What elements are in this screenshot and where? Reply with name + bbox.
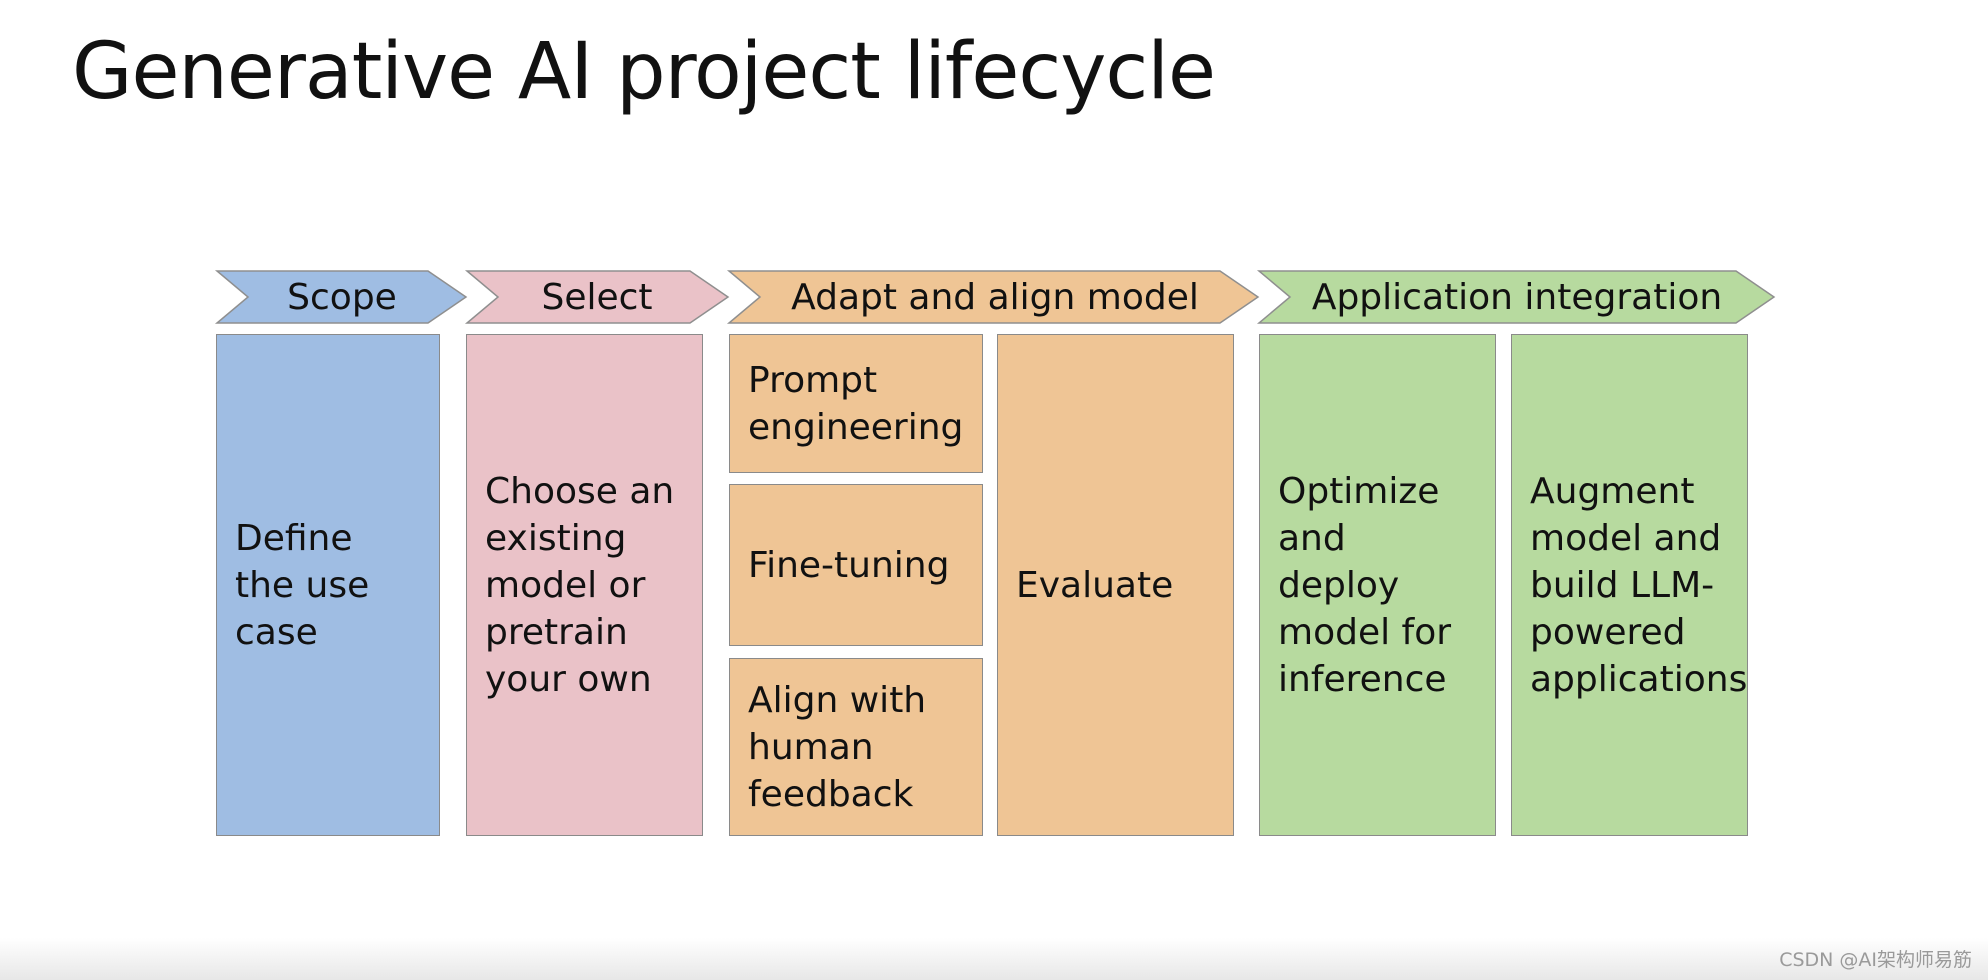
scope-stage-label: Scope (287, 276, 397, 318)
scope-chevron (214, 270, 468, 324)
optimize-deploy-text: Optimize and deploy model for inference (1278, 470, 1452, 700)
page-title: Generative AI project lifecycle (72, 27, 1216, 117)
watermark: CSDN @AI架构师易筋 (1779, 949, 1972, 971)
optimize-deploy-box: Optimize and deploy model for inference (1259, 334, 1496, 836)
fine-tuning-text: Fine-tuning (748, 544, 950, 586)
prompt-engineering-text: Prompt engineering (748, 359, 964, 448)
select-stage-label: Select (541, 276, 653, 318)
align-human-feedback-text: Align with human feedback (748, 679, 927, 815)
augment-build-box: Augment model and build LLM-powered appl… (1511, 334, 1748, 836)
evaluate-text: Evaluate (1016, 564, 1174, 606)
define-use-case-box: Define the use case (216, 334, 440, 836)
define-use-case-text: Define the use case (235, 517, 370, 653)
evaluate-box: Evaluate (997, 334, 1234, 836)
adapt-align-stage-label: Adapt and align model (791, 276, 1199, 318)
augment-build-text: Augment model and build LLM-powered appl… (1530, 470, 1748, 700)
footer-bar (0, 938, 1988, 980)
align-human-feedback-box: Align with human feedback (729, 658, 983, 836)
choose-model-text: Choose an existing model or pretrain you… (485, 470, 675, 700)
choose-model-box: Choose an existing model or pretrain you… (466, 334, 703, 836)
adapt-align-chevron (726, 270, 1260, 324)
application-integration-stage-label: Application integration (1311, 276, 1723, 318)
select-chevron (464, 270, 730, 324)
prompt-engineering-box: Prompt engineering (729, 334, 983, 473)
application-integration-chevron (1256, 270, 1776, 324)
fine-tuning-box: Fine-tuning (729, 484, 983, 646)
